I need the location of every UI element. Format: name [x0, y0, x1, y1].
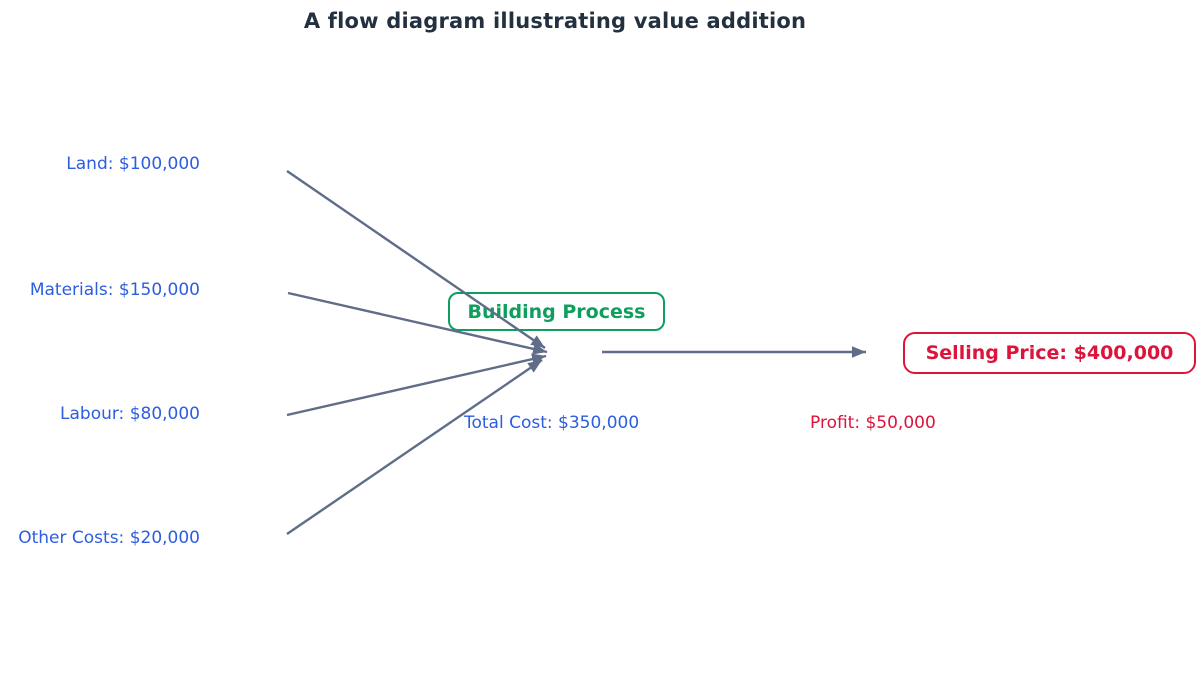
input-label-other-costs: Other Costs: $20,000 [18, 528, 200, 548]
arrow-labour-to-process [286, 353, 547, 417]
arrow-other-costs-to-process [286, 359, 543, 535]
diagram-title: A flow diagram illustrating value additi… [303, 9, 807, 33]
input-label-land: Land: $100,000 [66, 154, 200, 174]
profit-label: Profit: $50,000 [810, 413, 936, 433]
selling-price-label: Selling Price: $400,000 [925, 342, 1174, 364]
building-process-label: Building Process [467, 300, 646, 323]
building-process-node: Building Process [448, 292, 665, 331]
input-label-materials: Materials: $150,000 [29, 280, 200, 300]
input-label-labour: Labour: $80,000 [60, 404, 200, 424]
selling-price-node: Selling Price: $400,000 [903, 332, 1196, 374]
total-cost-label: Total Cost: $350,000 [464, 413, 640, 433]
